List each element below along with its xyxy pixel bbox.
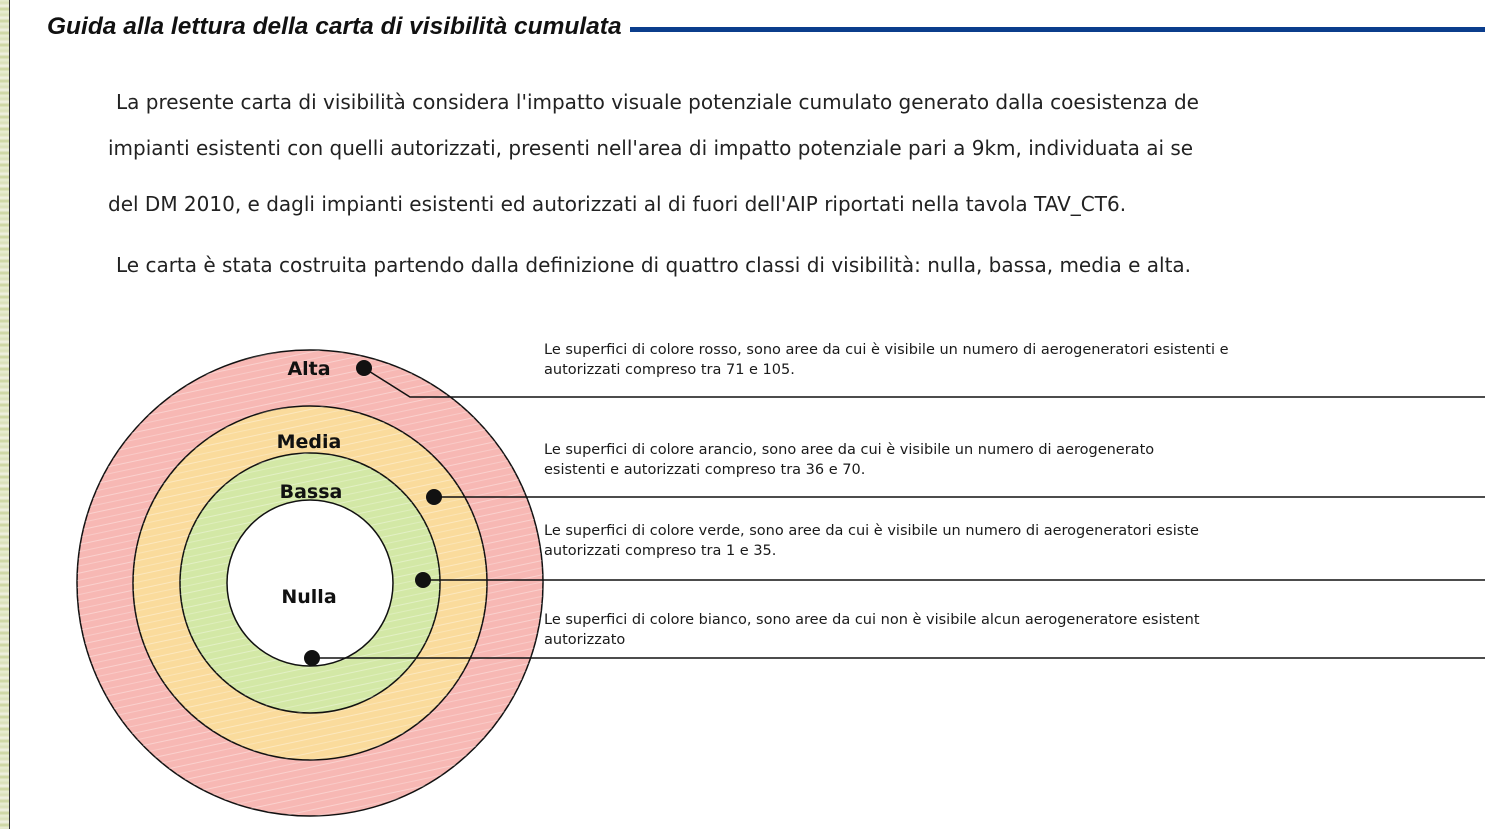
intro-line-1: La presente carta di visibilità consider… [116,90,1199,114]
section-header: Guida alla lettura della carta di visibi… [47,12,1485,46]
leader-alta [363,367,1485,398]
desc-nulla-line-1: Le superfici di colore bianco, sono aree… [544,612,1200,628]
marker-media [426,489,442,505]
marker-alta [356,360,372,376]
map-edge-strip [0,0,10,829]
desc-bassa-line-2: autorizzati compreso tra 1 e 35. [544,543,777,559]
desc-bassa: Le superfici di colore verde, sono aree … [544,521,1199,561]
label-bassa: Bassa [280,481,343,503]
section-title: Guida alla lettura della carta di visibi… [47,12,630,42]
desc-nulla: Le superfici di colore bianco, sono aree… [544,610,1200,650]
desc-bassa-line-1: Le superfici di colore verde, sono aree … [544,523,1199,539]
desc-media-line-1: Le superfici di colore arancio, sono are… [544,442,1155,458]
header-rule [47,27,1485,32]
label-media: Media [277,431,342,453]
intro-line-2: impianti esistenti con quelli autorizzat… [108,136,1194,160]
label-alta: Alta [287,358,330,380]
label-nulla: Nulla [281,586,336,608]
marker-bassa [415,572,431,588]
desc-nulla-line-2: autorizzato [544,632,626,648]
intro-line-3: del DM 2010, e dagli impianti esistenti … [108,192,1127,216]
desc-alta: Le superfici di colore rosso, sono aree … [544,340,1229,380]
desc-alta-line-1: Le superfici di colore rosso, sono aree … [544,342,1229,358]
ring-nulla [226,499,394,667]
desc-media-line-2: esistenti e autorizzati compreso tra 36 … [544,462,866,478]
desc-alta-line-2: autorizzati compreso tra 71 e 105. [544,362,795,378]
intro-line-4: Le carta è stata costruita partendo dall… [116,253,1192,277]
desc-media: Le superfici di colore arancio, sono are… [544,440,1154,480]
marker-nulla [304,650,320,666]
